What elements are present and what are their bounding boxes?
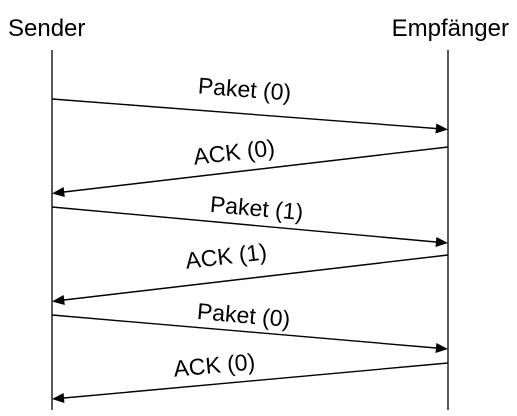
arrowhead-right-icon: [435, 237, 448, 247]
message-ack-1: ACK (1): [52, 238, 449, 305]
message-arrow-line: [63, 146, 449, 193]
sender-label: Sender: [8, 15, 85, 42]
receiver-label: Empfänger: [392, 15, 509, 42]
message-label: ACK (0): [192, 134, 276, 169]
message-paket-0: Paket (0): [51, 72, 448, 134]
message-paket-0-second: Paket (0): [51, 298, 448, 353]
arrowhead-left-icon: [52, 187, 65, 197]
message-arrow-line: [51, 314, 437, 349]
arrowhead-right-icon: [435, 343, 448, 353]
message-arrow-line: [63, 362, 449, 399]
message-ack-0: ACK (0): [52, 134, 449, 197]
arrowhead-left-icon: [52, 393, 65, 403]
message-label: Paket (0): [197, 72, 292, 105]
message-label: Paket (0): [196, 298, 291, 332]
message-ack-0-second: ACK (0): [52, 348, 449, 403]
message-label: ACK (1): [184, 238, 268, 273]
message-arrow-line: [51, 206, 437, 243]
arrowhead-right-icon: [435, 123, 448, 134]
message-label: ACK (0): [172, 348, 256, 381]
message-arrow-line: [51, 98, 437, 130]
message-arrow-line: [63, 254, 449, 301]
arrowhead-left-icon: [52, 295, 65, 305]
message-label: Paket (1): [209, 191, 304, 225]
message-paket-1: Paket (1): [51, 191, 448, 247]
